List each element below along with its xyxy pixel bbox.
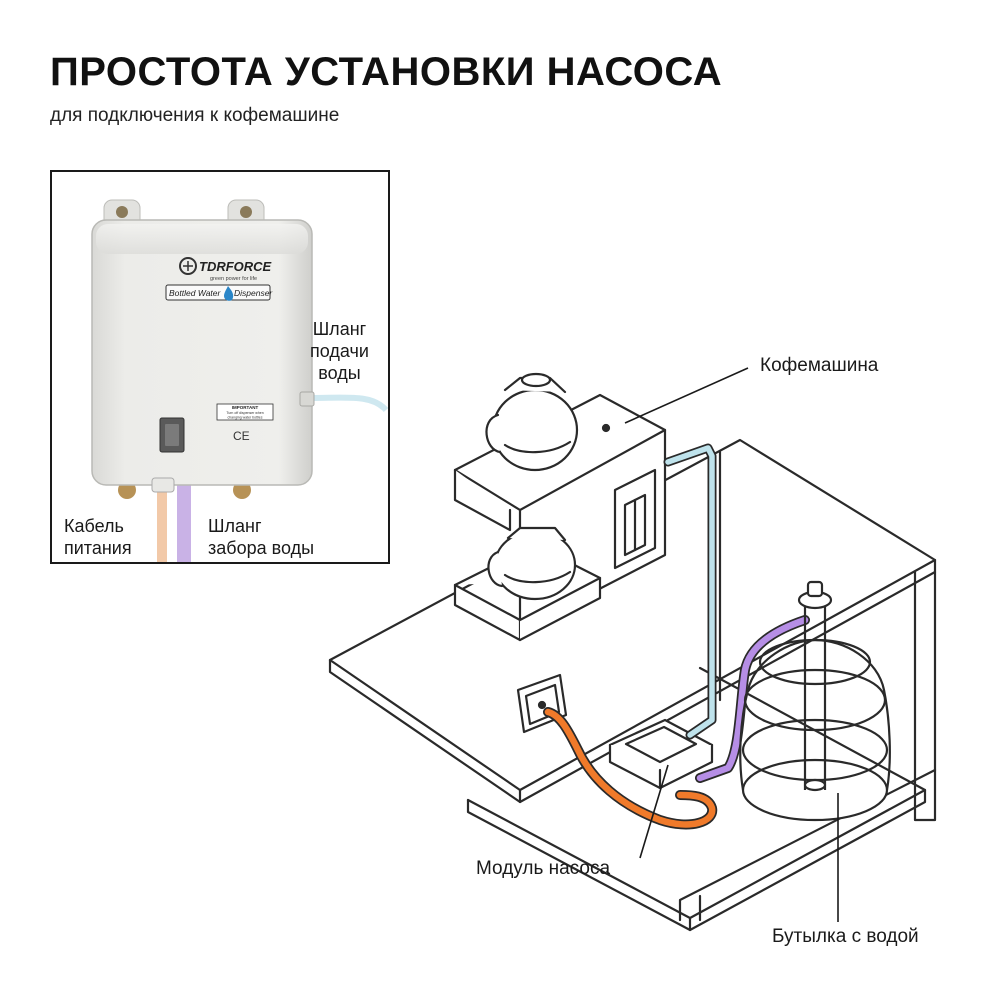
callout-pump-module: Модуль насоса — [476, 858, 611, 879]
intake-hose — [696, 616, 809, 782]
coffee-machine — [453, 393, 667, 642]
supply-hose — [665, 445, 715, 738]
svg-text:Dispenser: Dispenser — [234, 288, 273, 298]
notice-sticker — [216, 403, 274, 421]
svg-text:Bottled Water: Bottled Water — [169, 288, 222, 298]
upper-carafe — [485, 372, 579, 472]
pump-device-illustration: TDRFORCE green power for life Bottled Wa… — [91, 199, 388, 562]
product-label — [165, 284, 271, 301]
power-cable — [544, 708, 716, 828]
outlet-fitting — [299, 391, 315, 407]
lower-carafe — [487, 526, 577, 601]
label-power-cable: Кабель питания — [64, 516, 132, 558]
water-drop-icon — [224, 286, 234, 301]
power-cable-outline — [543, 707, 718, 830]
ce-mark: CE — [233, 429, 250, 443]
countertop — [328, 438, 937, 932]
wall-socket — [516, 673, 568, 734]
leader-pump-module — [639, 764, 669, 859]
svg-text:Turn off dispenser when: Turn off dispenser when — [226, 411, 263, 415]
supply-hose-outline — [663, 443, 717, 740]
supply-hose-photo — [309, 394, 388, 413]
brand-logo-icon — [179, 257, 197, 275]
label-intake-hose: Шланг забора воды — [208, 516, 315, 558]
page-title: ПРОСТОТА УСТАНОВКИ НАСОСА — [50, 50, 723, 94]
leader-coffee-machine — [624, 367, 749, 424]
pump-module — [608, 718, 714, 790]
brand-name: TDRFORCE — [199, 259, 272, 274]
svg-text:IMPORTANT: IMPORTANT — [232, 405, 259, 410]
svg-text:changing water bottles: changing water bottles — [227, 416, 262, 420]
water-bottle — [739, 580, 891, 822]
label-supply-hose: Шланг подачи воды — [310, 319, 369, 383]
page-subtitle: для подключения к кофемашине — [50, 105, 340, 126]
brand-tagline: green power for life — [210, 276, 257, 282]
callout-water-bottle: Бутылка с водой — [772, 926, 919, 947]
hoses — [543, 443, 810, 830]
callout-coffee-machine: Кофемашина — [760, 355, 879, 376]
pump-photo-inset: TDRFORCE green power for life Bottled Wa… — [50, 170, 390, 564]
intake-hose-outline — [695, 615, 810, 783]
